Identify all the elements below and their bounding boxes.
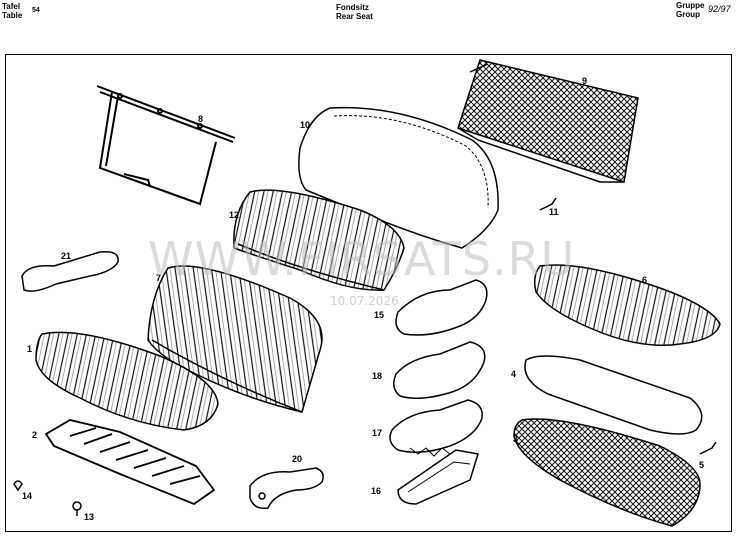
callout-5: 5 <box>699 460 704 470</box>
watermark-text: WWW.FIRSATS.RU <box>148 232 576 286</box>
callout-10: 10 <box>300 120 310 130</box>
callout-20: 20 <box>292 454 302 464</box>
title-de: Fondsitz <box>336 3 369 12</box>
part-5-clip <box>699 441 717 455</box>
part-17-armrest-core <box>389 399 483 457</box>
part-15-armrest <box>395 279 488 336</box>
callout-13: 13 <box>84 512 94 522</box>
callout-17: 17 <box>372 428 382 438</box>
part-13-screw <box>72 501 82 516</box>
callout-12: 12 <box>229 210 239 220</box>
callout-16: 16 <box>371 486 381 496</box>
callout-8: 8 <box>198 114 203 124</box>
callout-3: 3 <box>513 434 518 444</box>
group-label-en: Group <box>676 10 700 19</box>
callout-14: 14 <box>22 491 32 501</box>
callout-1: 1 <box>27 344 32 354</box>
callout-7: 7 <box>156 273 161 283</box>
table-label-en: Table <box>2 11 23 20</box>
part-20-handle <box>249 467 324 510</box>
part-14-cap <box>13 480 23 492</box>
part-9-spring-unit <box>457 59 639 183</box>
part-11-clip <box>539 197 557 211</box>
part-16-armrest-base <box>397 449 479 505</box>
callout-11: 11 <box>549 207 559 217</box>
callout-9: 9 <box>582 76 587 86</box>
part-18-armrest-padding <box>393 341 486 399</box>
part-7-backrest-large <box>147 265 323 413</box>
part-21-handle <box>21 250 119 292</box>
part-4-seat-board <box>524 355 703 435</box>
group-number: 92/97 <box>708 4 731 14</box>
diagram-frame <box>5 54 732 532</box>
part-10-backrest-pad <box>298 106 499 249</box>
callout-15: 15 <box>374 310 384 320</box>
part-3-seat-spring <box>513 418 701 527</box>
callout-4: 4 <box>511 369 516 379</box>
part-6-seat-cushion <box>533 264 721 347</box>
part-12-backrest-cover <box>233 189 405 291</box>
callout-21: 21 <box>61 251 71 261</box>
callout-6: 6 <box>642 275 647 285</box>
group-label-de: Gruppe <box>676 1 705 10</box>
page-title: Fondsitz Rear Seat <box>336 3 373 21</box>
part-2-seat-frame <box>44 419 216 506</box>
callout-18: 18 <box>372 371 382 381</box>
table-label-de: Tafel <box>2 2 21 11</box>
part-1-seat-cushion <box>35 331 219 431</box>
callout-2: 2 <box>32 430 37 440</box>
table-number: 54 <box>32 7 40 14</box>
watermark-date: 10.07.2026 <box>330 294 399 308</box>
title-en: Rear Seat <box>336 12 373 21</box>
group-label: Gruppe Group <box>676 1 704 19</box>
table-label: Tafel Table <box>2 2 22 20</box>
part-8-backrest-frame <box>96 85 236 206</box>
